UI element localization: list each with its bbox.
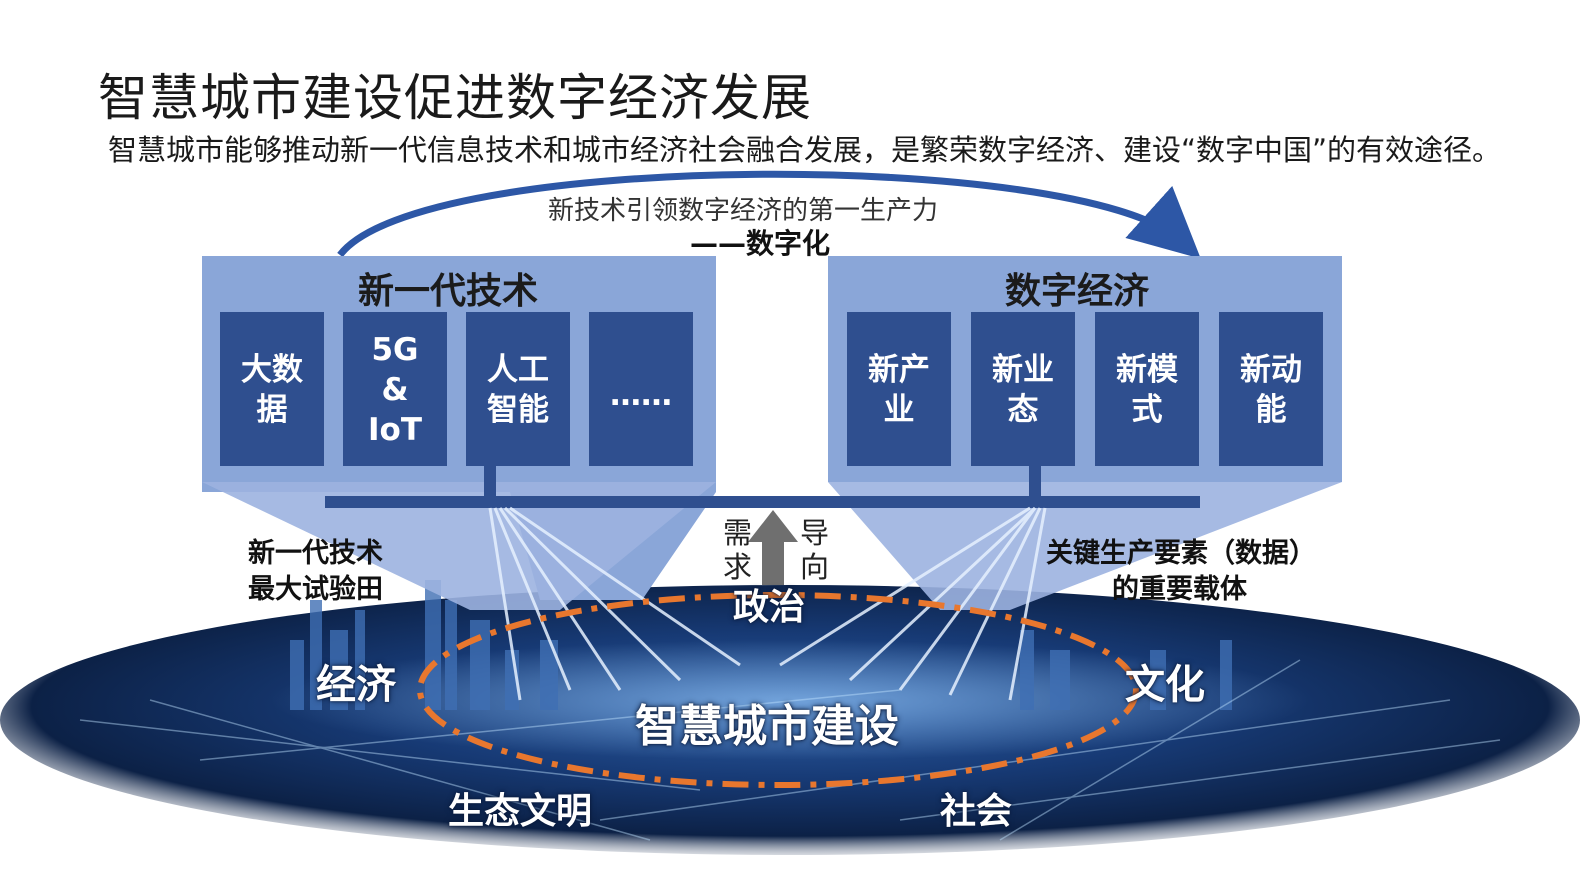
demand-arrow (748, 510, 798, 585)
tile-label-5g-iot: 5G & IoT (368, 332, 422, 448)
tile-5g-iot (343, 312, 447, 466)
tile-label-ai: 人工智能 (487, 352, 549, 428)
tile-label-new-model: 新模式 (1116, 352, 1178, 428)
left-tiles (220, 312, 693, 466)
demand-char-1: 需 (723, 516, 753, 550)
tile-etc (589, 312, 693, 466)
right-tiles (847, 312, 1323, 466)
tile-new-model (1095, 312, 1199, 466)
city-ellipse (0, 580, 1580, 855)
skyline (290, 580, 1232, 710)
left-caption-line2: 最大试验田 (248, 574, 383, 605)
right-panel (828, 256, 1342, 482)
tile-label-new-industry: 新产业 (868, 352, 930, 428)
city-word-society: 社会 (940, 791, 1013, 832)
tile-new-industry (847, 312, 951, 466)
tile-ai (466, 312, 570, 466)
top-curved-arrow (337, 170, 1201, 259)
tile-label-new-format: 新业态 (992, 352, 1054, 428)
page-subtitle: 智慧城市能够推动新一代信息技术和城市经济社会融合发展，是繁荣数字经济、建设“数字… (108, 133, 1502, 167)
city-word-ecology: 生态文明 (448, 791, 593, 832)
demand-char-2: 求 (723, 550, 753, 584)
dashed-ring (417, 592, 1139, 788)
left-funnel (202, 482, 716, 610)
left-group-title: 新一代技术 (358, 271, 539, 312)
network-lines (79, 659, 1501, 841)
tile-big-data (220, 312, 324, 466)
right-caption-line1: 关键生产要素（数据） (1046, 538, 1316, 569)
tile-new-format (971, 312, 1075, 466)
city-word-politics: 政治 (733, 587, 806, 628)
tile-new-driver (1219, 312, 1323, 466)
guide-char-1: 导 (800, 516, 830, 550)
tile-label-new-driver: 新动能 (1240, 352, 1302, 428)
subtitle-container: 智慧城市能够推动新一代信息技术和城市经济社会融合发展，是繁荣数字经济、建设“数字… (48, 128, 1568, 175)
city-word-culture: 文化 (1125, 662, 1205, 708)
guide-char-2: 向 (800, 550, 830, 584)
page-title: 智慧城市建设促进数字经济发展 (98, 69, 812, 127)
right-caption-line2: 的重要载体 (1112, 574, 1247, 605)
city-word-economy: 经济 (316, 662, 396, 708)
left-caption-line1: 新一代技术 (248, 538, 383, 569)
connector-bar (325, 466, 1200, 508)
arrow-label-line2: ——数字化 (690, 227, 831, 260)
tile-label-etc: …… (610, 377, 672, 413)
tile-label-big-data: 大数据 (241, 352, 303, 428)
arrow-label-line1: 新技术引领数字经济的第一生产力 (548, 196, 939, 226)
right-funnel (828, 482, 1342, 610)
city-word-center: 智慧城市建设 (635, 701, 899, 752)
right-group-title: 数字经济 (1005, 271, 1150, 312)
light-rays (488, 506, 1047, 701)
